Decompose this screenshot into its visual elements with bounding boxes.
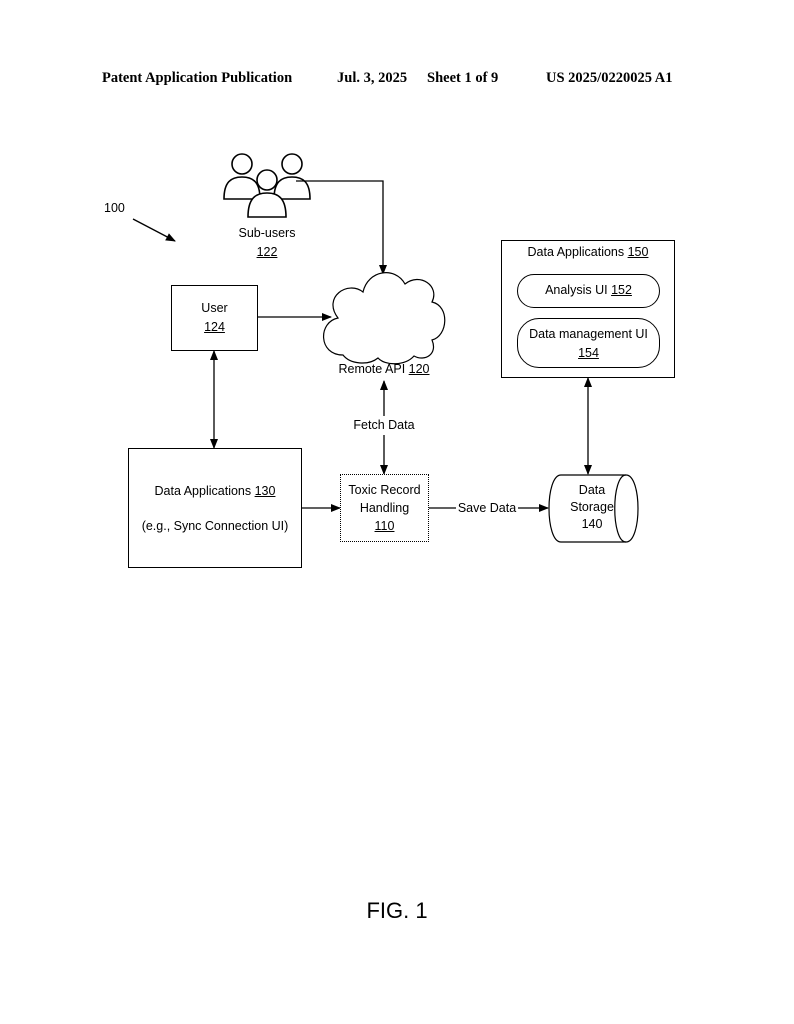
data-apps-130-label: Data Applications 130 [128,482,302,501]
header-date: Jul. 3, 2025 [337,70,408,86]
data-management-ui-label: Data management UI 154 [517,325,660,363]
data-apps-130-ref: 130 [254,484,276,498]
toxic-record-ref: 110 [374,519,395,533]
data-management-ui-pill [517,318,660,368]
toxic-record-box [340,474,429,542]
analysis-ui-label: Analysis UI 152 [517,281,660,300]
remote-api-label: Remote API 120 [320,360,448,379]
data-management-ui-text: Data management UI [529,327,648,341]
data-apps-150-ref: 150 [627,245,649,259]
ref-100-arrow [132,218,176,242]
data-management-ui-ref: 154 [578,346,599,360]
remote-api-ref: 120 [408,362,430,376]
user-text: User [201,301,228,315]
remote-api-text: Remote API [338,362,409,376]
sub-users-label: Sub-users 122 [217,224,317,262]
sub-users-text: Sub-users [238,226,296,240]
sub-users-icon [223,153,311,218]
data-apps-130-sub: (e.g., Sync Connection UI) [141,519,289,533]
data-apps-150-text: Data Applications [527,245,628,259]
user-ref: 124 [204,320,225,334]
data-apps-130-text: Data Applications [154,484,255,498]
header-number: US 2025/0220025 A1 [546,70,673,86]
toxic-record-label: Toxic Record Handling 110 [340,481,429,535]
analysis-ui-pill [517,274,660,308]
analysis-ui-ref: 152 [611,283,632,297]
sub-users-ref: 122 [256,245,278,259]
toxic-record-line1: Toxic Record [348,483,421,497]
data-storage-label: Data Storage 140 [552,482,632,533]
ref-100-label: 100 [104,201,125,215]
save-data-label: Save Data [456,499,518,518]
header-sheet: Sheet 1 of 9 [427,70,499,86]
data-apps-150-title: Data Applications 150 [501,243,675,262]
remote-api-cloud [323,272,446,365]
sub-users-to-api-edge [296,180,387,275]
user-box [171,285,258,351]
toxic-record-line2: Handling [359,501,410,515]
data-storage-line2: Storage [570,500,614,514]
header-publication: Patent Application Publication [102,70,293,86]
user-label: User 124 [171,299,258,337]
fetch-data-label: Fetch Data [344,416,424,435]
data-storage-line1: Data [578,483,606,497]
data-apps-130-box [128,448,302,568]
data-storage-ref: 140 [581,517,603,531]
figure-caption: FIG. 1 [366,898,428,923]
analysis-ui-text: Analysis UI [545,283,612,297]
